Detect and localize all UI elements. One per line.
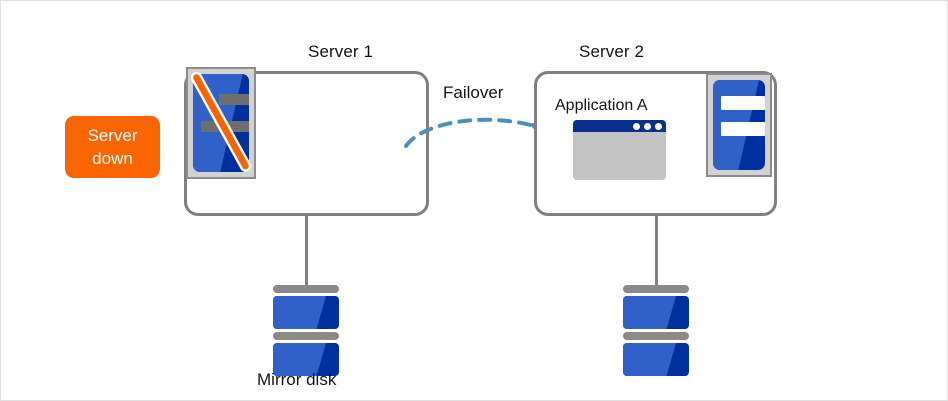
application-a-label: Application A [555,97,648,114]
application-window-titlebar [573,120,666,132]
server-led-bar-top [721,96,765,110]
status-badge-line1: Server [87,126,138,145]
server-led-bar-top [219,94,249,105]
server1-title: Server 1 [308,42,374,61]
server-led-bar-bottom [721,122,765,136]
failover-label: Failover [443,83,504,102]
disk-rib-middle [273,332,339,340]
status-badge-line2: down [92,149,133,168]
disk-rib-top [273,285,339,293]
disk-platter-2 [623,343,689,376]
disk-platter-1 [623,296,689,329]
status-badge-server-down: Server down [65,116,160,178]
server2-disk-connector [655,216,658,286]
window-dot-1 [633,122,640,130]
mirror-disk-icon-server1 [273,285,339,376]
disk-platter-2 [273,343,339,376]
mirror-disk-label: Mirror disk [257,370,337,389]
window-dot-3 [655,122,662,130]
disabled-slash-icon [190,71,252,172]
server-disabled-icon [186,67,256,179]
application-window-icon[interactable] [573,120,666,180]
server-chassis [713,80,765,170]
disk-rib-top [623,285,689,293]
mirror-disk-icon-server2 [623,285,689,376]
server-active-icon [706,73,772,177]
disk-rib-middle [623,332,689,340]
disk-platter-1 [273,296,339,329]
window-dot-2 [644,122,651,130]
server2-title: Server 2 [579,42,645,61]
server1-disk-connector [305,216,308,286]
